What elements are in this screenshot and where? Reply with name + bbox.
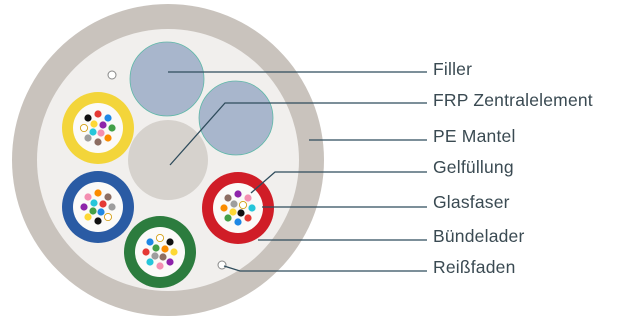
optical-fiber bbox=[234, 218, 242, 226]
optical-fiber bbox=[159, 253, 167, 261]
optical-fiber bbox=[89, 128, 97, 136]
label-buendelader: Bündelader bbox=[433, 226, 525, 246]
optical-fiber bbox=[97, 129, 105, 137]
optical-fiber bbox=[220, 204, 228, 212]
optical-fiber bbox=[244, 214, 252, 222]
optical-fiber bbox=[170, 248, 178, 256]
optical-fiber bbox=[79, 123, 89, 133]
frp-central-element bbox=[128, 120, 208, 200]
optical-fiber bbox=[99, 200, 107, 208]
optical-fiber bbox=[244, 194, 252, 202]
optical-fiber bbox=[103, 212, 113, 222]
optical-fiber bbox=[94, 110, 102, 118]
optical-fiber bbox=[94, 138, 102, 146]
optical-fiber bbox=[94, 189, 102, 197]
label-filler: Filler bbox=[433, 59, 473, 79]
optical-fiber bbox=[89, 207, 97, 215]
buffer-tubes bbox=[62, 92, 274, 288]
optical-fiber bbox=[84, 114, 92, 122]
label-pe-mantel: PE Mantel bbox=[433, 126, 516, 146]
optical-fiber bbox=[90, 199, 98, 207]
optical-fiber bbox=[104, 193, 112, 201]
optical-fiber bbox=[84, 193, 92, 201]
optical-fiber bbox=[230, 200, 238, 208]
optical-fiber bbox=[224, 194, 232, 202]
optical-fiber bbox=[146, 258, 154, 266]
optical-fiber bbox=[104, 114, 112, 122]
optical-fiber bbox=[142, 248, 150, 256]
optical-fiber bbox=[151, 252, 159, 260]
optical-fiber bbox=[146, 238, 154, 246]
label-gelfuellung: Gelfüllung bbox=[433, 157, 514, 177]
label-reissfaden: Reißfaden bbox=[433, 257, 516, 277]
optical-fiber bbox=[90, 120, 98, 128]
filler-element-right bbox=[198, 80, 274, 156]
optical-fiber bbox=[234, 190, 242, 198]
leader-line-reissfaden bbox=[223, 265, 427, 272]
optical-fiber bbox=[99, 121, 107, 129]
optical-fiber bbox=[166, 258, 174, 266]
optical-fiber bbox=[108, 203, 116, 211]
optical-fiber bbox=[152, 244, 160, 252]
filler-element-top bbox=[129, 41, 205, 117]
label-frp-zentralelement: FRP Zentralelement bbox=[433, 90, 593, 110]
leader-line-gel bbox=[250, 171, 427, 194]
ripcord-top bbox=[107, 70, 117, 80]
optical-fiber bbox=[94, 217, 102, 225]
optical-fiber bbox=[80, 203, 88, 211]
leader-line-frp bbox=[169, 102, 427, 166]
optical-fiber bbox=[248, 204, 256, 212]
leader-lines bbox=[168, 71, 427, 272]
optical-fiber bbox=[155, 233, 165, 243]
optical-fiber bbox=[104, 134, 112, 142]
optical-fiber bbox=[166, 238, 174, 246]
optical-fiber bbox=[224, 214, 232, 222]
ripcord-bottom bbox=[217, 260, 227, 270]
optical-fiber bbox=[237, 209, 245, 217]
optical-fiber bbox=[84, 213, 92, 221]
optical-fiber bbox=[229, 208, 237, 216]
optical-fiber bbox=[84, 134, 92, 142]
optical-fiber bbox=[238, 200, 248, 210]
optical-fiber bbox=[108, 124, 116, 132]
optical-fiber bbox=[161, 245, 169, 253]
label-glasfaser: Glasfaser bbox=[433, 192, 510, 212]
optical-fiber bbox=[97, 208, 105, 216]
optical-fiber bbox=[156, 262, 164, 270]
